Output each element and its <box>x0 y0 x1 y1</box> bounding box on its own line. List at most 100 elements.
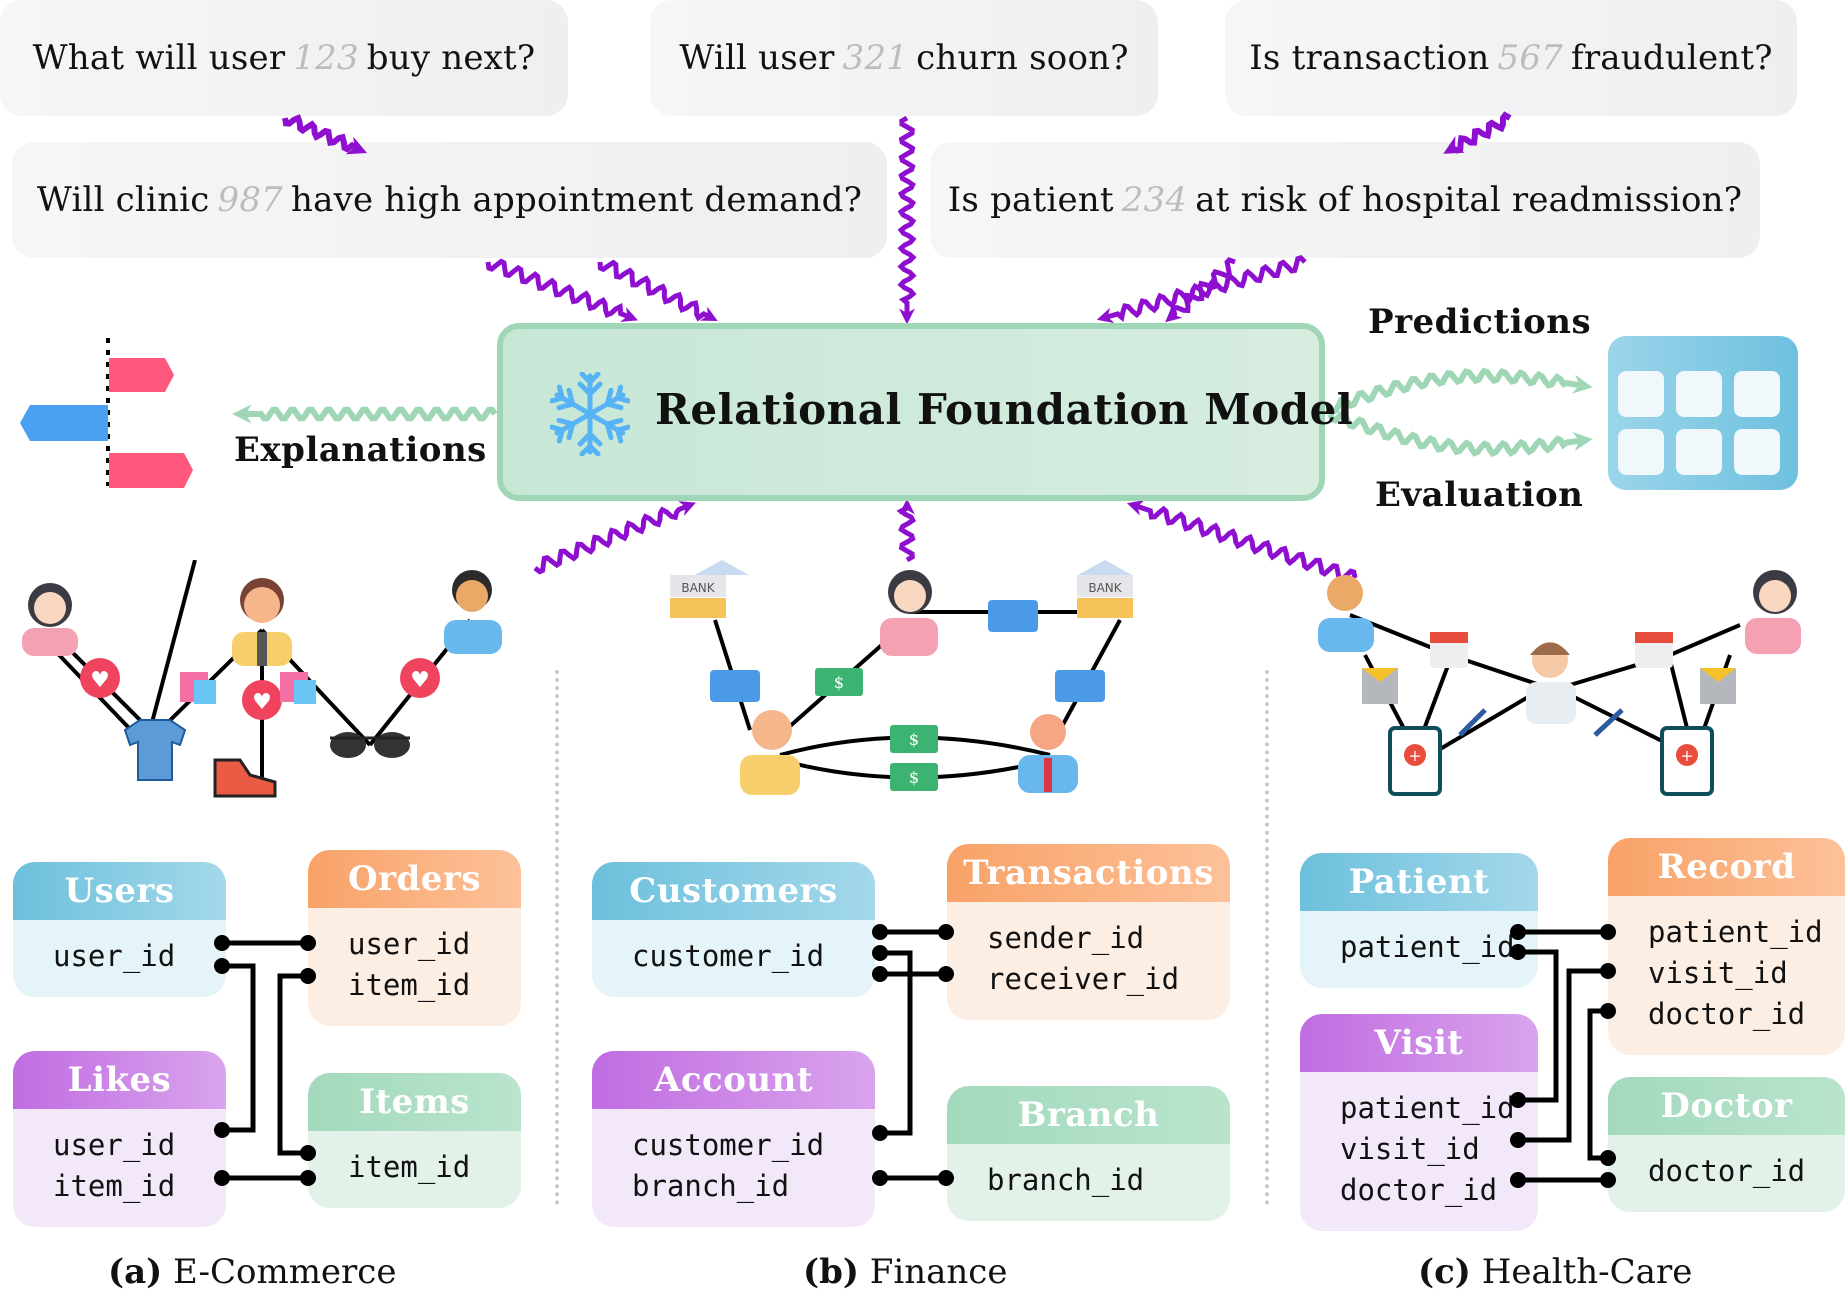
caption-letter: (c) <box>1418 1252 1471 1292</box>
schema-table: Items item_id <box>308 1073 521 1208</box>
table-name: Items <box>308 1073 521 1131</box>
question-text: at risk of hospital readmission? <box>1195 180 1743 220</box>
svg-text:$: $ <box>909 730 919 749</box>
table-name: Customers <box>592 862 875 920</box>
table-body: doctor_id <box>1608 1135 1845 1212</box>
table-field: user_id <box>348 927 471 961</box>
table-body: item_id <box>308 1131 521 1208</box>
query-arrow <box>897 115 917 325</box>
table-field: user_id <box>53 1128 176 1162</box>
woman-user-icon <box>880 570 938 656</box>
table-field: user_id <box>53 939 176 973</box>
caption-letter: (b) <box>803 1252 859 1292</box>
section-divider <box>555 670 559 1205</box>
table-body: sender_id receiver_id <box>947 902 1230 1020</box>
table-field: patient_id <box>1340 1091 1515 1125</box>
snowflake-icon <box>550 372 630 456</box>
question-text: churn soon? <box>916 38 1129 78</box>
envelope-icon <box>1362 668 1398 704</box>
svg-text:♥: ♥ <box>90 668 110 693</box>
heart-icon: ♥ <box>242 680 282 720</box>
woman-user-icon <box>22 583 78 656</box>
svg-text:+: + <box>1680 746 1693 765</box>
table-name: Record <box>1608 838 1845 896</box>
predictions-label: Predictions <box>1368 302 1592 342</box>
svg-text:+: + <box>1408 746 1421 765</box>
table-field: patient_id <box>1340 930 1515 964</box>
envelope-icon <box>1700 668 1736 704</box>
table-field: branch_id <box>632 1169 790 1203</box>
man-user-icon <box>1018 714 1078 793</box>
entity-id: 987 <box>217 180 283 220</box>
table-name: Patient <box>1300 853 1538 911</box>
sunglasses-icon <box>330 732 410 758</box>
bank-icon: BANK <box>670 560 749 618</box>
subfigure-caption: (c) Health-Care <box>1418 1252 1692 1292</box>
entity-id: 321 <box>842 38 909 78</box>
man-user-icon <box>232 578 292 666</box>
table-name: Doctor <box>1608 1077 1845 1135</box>
table-field: customer_id <box>632 939 825 973</box>
table-body: patient_id <box>1300 911 1538 988</box>
shopping-bag-icon <box>180 672 216 704</box>
table-field: sender_id <box>987 921 1145 955</box>
svg-text:$: $ <box>834 673 844 692</box>
question-text: fraudulent? <box>1571 38 1773 78</box>
shopping-bag-icon <box>280 672 316 704</box>
table-field: receiver_id <box>987 962 1180 996</box>
table-cell <box>1618 429 1664 475</box>
table-cell <box>1676 371 1722 417</box>
positive-bar <box>109 358 174 392</box>
table-name: Transactions <box>947 844 1230 902</box>
svg-text:♥: ♥ <box>252 690 272 715</box>
query-arrow <box>1096 254 1307 324</box>
table-name: Likes <box>13 1051 226 1109</box>
table-field: visit_id <box>1648 956 1788 990</box>
table-name: Account <box>592 1051 875 1109</box>
table-field: doctor_id <box>1340 1173 1498 1207</box>
schema-table: Customers customer_id <box>592 862 875 997</box>
question-text: Is transaction <box>1249 38 1490 78</box>
man-user-icon <box>1318 575 1374 652</box>
table-body: user_id <box>13 920 226 997</box>
subfigure-caption: (b) Finance <box>803 1252 1007 1292</box>
prescription-icon <box>1593 708 1624 737</box>
svg-text:♥: ♥ <box>410 668 430 693</box>
healthcare-entity-graph: + + <box>1318 570 1801 796</box>
caption-name: E-Commerce <box>173 1252 397 1292</box>
output-arrow <box>1327 410 1593 458</box>
man-user-icon <box>740 710 800 795</box>
positive-bar <box>109 453 193 488</box>
entity-id: 123 <box>293 38 359 78</box>
table-field: item_id <box>348 1150 471 1184</box>
ecommerce-entity-graph: ♥ ♥ ♥ <box>22 560 502 798</box>
query-arrow <box>896 498 917 563</box>
entity-id: 567 <box>1497 38 1564 78</box>
caption-name: Health-Care <box>1481 1252 1693 1292</box>
svg-text:$: $ <box>909 768 919 787</box>
query-arrow <box>1165 257 1236 323</box>
query-arrow <box>1443 111 1512 154</box>
calendar-icon <box>1430 632 1468 668</box>
model-title: Relational Foundation Model <box>655 385 1354 434</box>
credit-card-icon <box>1055 670 1105 702</box>
finance-entity-graph: BANK BANK $ $ $ <box>670 560 1133 795</box>
svg-text:BANK: BANK <box>1088 581 1122 595</box>
table-name: Visit <box>1300 1014 1538 1072</box>
table-name: Users <box>13 862 226 920</box>
cash-icon: $ <box>890 725 938 753</box>
table-body: branch_id <box>947 1144 1230 1221</box>
heart-icon: ♥ <box>400 658 440 698</box>
